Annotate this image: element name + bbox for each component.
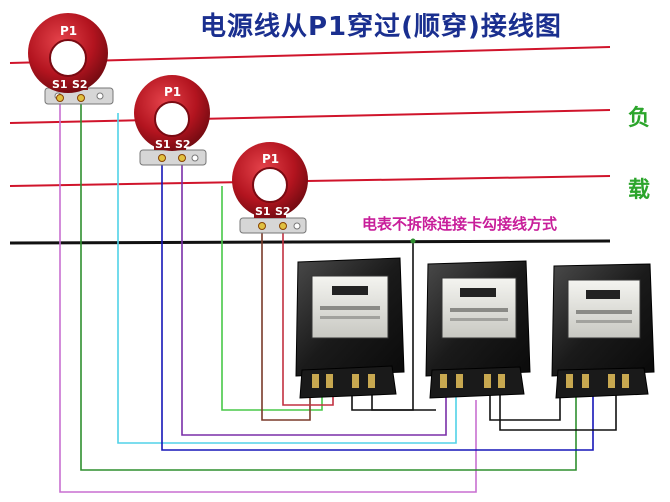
current-transformer-2 [134, 75, 210, 166]
ct3-s1-label: S1 [255, 205, 271, 218]
ct2-p1-label: P1 [164, 85, 182, 99]
electric-meter-1 [295, 257, 405, 399]
current-transformer-1 [28, 13, 114, 105]
current-transformer-3 [232, 142, 308, 234]
diagram-title: 电源线从P1穿过(顺穿)接线图 [200, 12, 562, 42]
load-label-bottom: 载 [628, 178, 651, 203]
electric-meter-3 [551, 263, 655, 399]
ct3-p1-label: P1 [262, 152, 280, 166]
neutral-line [9, 239, 611, 245]
ct3-s2-label: S2 [275, 205, 291, 218]
ct1-s2-label: S2 [72, 78, 88, 91]
secondary-wiring [59, 97, 617, 493]
phase-line-b [9, 109, 611, 124]
ct2-s1-label: S1 [155, 138, 171, 151]
ct2-s2-label: S2 [175, 138, 191, 151]
load-label-top: 负 [628, 106, 651, 131]
phase-line-a [9, 46, 611, 64]
ct1-s1-label: S1 [52, 78, 68, 91]
electric-meter-2 [425, 260, 531, 399]
ct1-p1-label: P1 [60, 24, 78, 38]
wiring-note: 电表不拆除连接卡勾接线方式 [362, 215, 558, 233]
phase-line-c [9, 175, 611, 187]
